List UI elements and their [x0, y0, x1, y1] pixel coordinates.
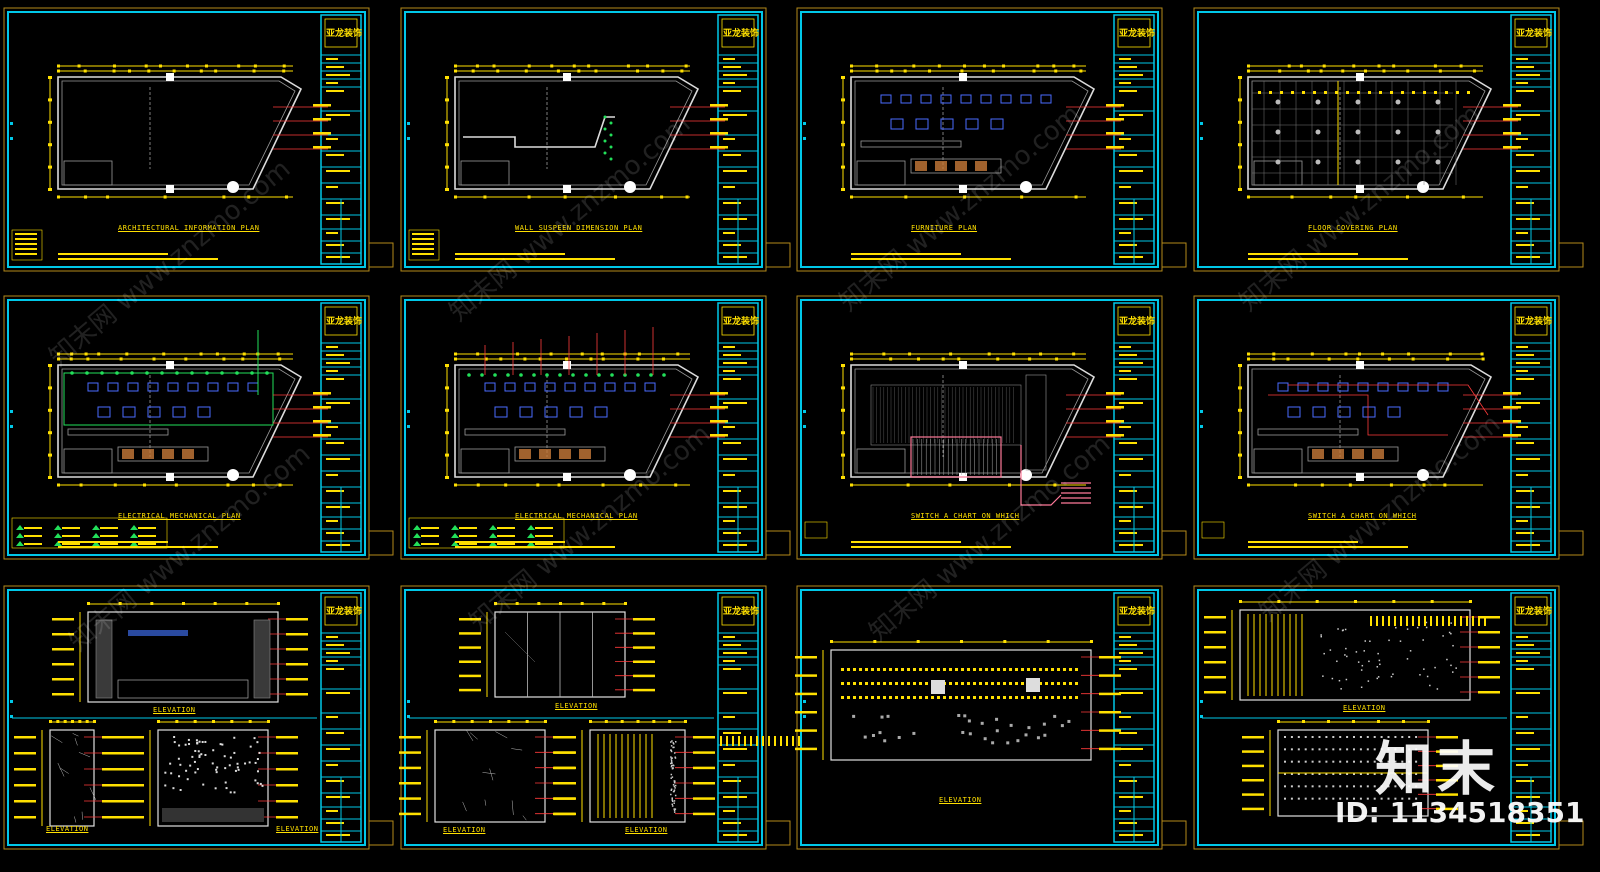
- drawing-sheet[interactable]: [3, 295, 394, 560]
- sheet-title: WALL SUSPEEN DIMENSION PLAN: [515, 224, 643, 232]
- company-logo: 亚龙装饰: [326, 607, 363, 617]
- sheet-title: SWITCH A CHART ON WHICH: [911, 512, 1020, 520]
- company-logo: 亚龙装饰: [723, 29, 760, 39]
- sheet-title: FURNITURE PLAN: [911, 224, 978, 232]
- sheet-title: ELECTRICAL MECHANICAL PLAN: [515, 512, 638, 520]
- company-logo: 亚龙装饰: [1119, 317, 1156, 327]
- drawing-sheet[interactable]: [1193, 295, 1584, 560]
- company-logo: 亚龙装饰: [1516, 607, 1553, 617]
- elevation-title: ELEVATION: [1343, 704, 1386, 712]
- elevation-title: ELEVATION: [625, 826, 668, 834]
- elevation-title: ELEVATION: [153, 706, 196, 714]
- company-logo: 亚龙装饰: [723, 607, 760, 617]
- sheet-title: FLOOR COVERING PLAN: [1308, 224, 1398, 232]
- company-logo: 亚龙装饰: [1516, 317, 1553, 327]
- company-logo: 亚龙装饰: [326, 317, 363, 327]
- elevation-title: ELEVATION: [276, 825, 319, 833]
- drawing-sheet[interactable]: [796, 7, 1187, 272]
- drawing-sheet[interactable]: [796, 295, 1187, 560]
- elevation-title: ELEVATION: [443, 826, 486, 834]
- drawing-sheet[interactable]: [400, 295, 791, 560]
- watermark-brand: 知末: [1375, 735, 1500, 803]
- elevation-title: ELEVATION: [555, 702, 598, 710]
- drawing-sheet[interactable]: [1193, 585, 1584, 850]
- drawing-sheet[interactable]: [3, 585, 394, 850]
- sheet-title: ARCHITECTURAL INFORMATION PLAN: [118, 224, 260, 232]
- sheet-title: ELECTRICAL MECHANICAL PLAN: [118, 512, 241, 520]
- drawing-sheet[interactable]: [1193, 7, 1584, 272]
- elevation-title: ELEVATION: [46, 825, 89, 833]
- watermark-id: ID: 1134518351: [1335, 796, 1585, 829]
- drawing-sheet[interactable]: [795, 585, 1187, 850]
- company-logo: 亚龙装饰: [1119, 29, 1156, 39]
- company-logo: 亚龙装饰: [723, 317, 760, 327]
- company-logo: 亚龙装饰: [1119, 607, 1156, 617]
- drawing-sheet[interactable]: [3, 7, 394, 272]
- drawing-sheet[interactable]: [400, 7, 791, 272]
- drawing-sheet[interactable]: [399, 585, 836, 850]
- company-logo: 亚龙装饰: [1516, 29, 1553, 39]
- sheet-title: SWITCH A CHART ON WHICH: [1308, 512, 1417, 520]
- company-logo: 亚龙装饰: [326, 29, 363, 39]
- elevation-title: ELEVATION: [939, 796, 982, 804]
